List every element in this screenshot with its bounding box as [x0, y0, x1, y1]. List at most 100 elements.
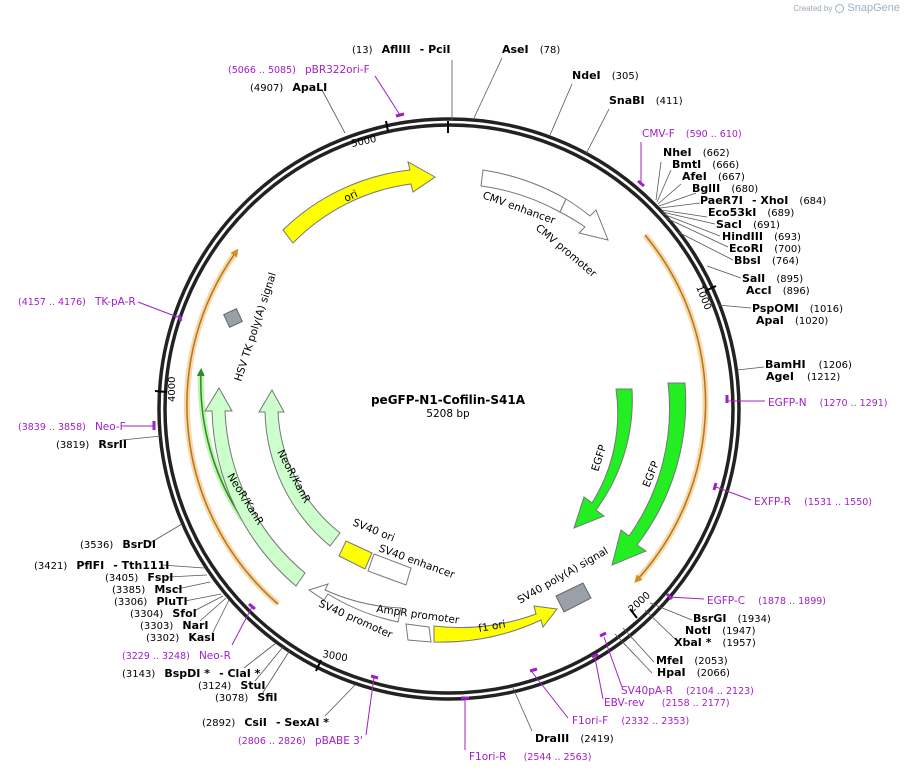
label-f1-ori: f1 ori [477, 618, 506, 635]
label-ampr-promoter: AmpR promoter [376, 603, 461, 627]
label-ori: ori [342, 188, 359, 205]
primer-mark-exfpr [712, 482, 718, 491]
map-title: peGFP-N1-Cofilin-S41A [371, 393, 526, 407]
site-xbai: XbaI * (1957) [674, 631, 756, 650]
primer-cmv-f: CMV-F (590 .. 610) [642, 122, 742, 141]
feature-sv40-enhancer [367, 553, 412, 586]
map-size: 5208 bp [426, 408, 470, 420]
primer-marks [124, 75, 765, 750]
primer-leader-pbabe [365, 676, 375, 736]
site-pspomi: PspOMI (1016) [752, 297, 843, 316]
site-csii: (2892) CsiI - SexAI * [202, 711, 329, 730]
site-snabi: SnaBI (411) [609, 89, 683, 108]
leader-pluti [184, 593, 222, 602]
primer-mark-egfpc [665, 592, 674, 601]
leader-mcs-9 [663, 216, 729, 248]
site-bmti: BmtI (666) [672, 153, 739, 172]
primer-leader-sv40par [603, 636, 623, 688]
label-egfp-inner: EGFP [589, 443, 609, 473]
site-nhei: NheI (662) [663, 141, 730, 160]
site-bamhi: BamHI (1206) [765, 353, 852, 372]
created-by-text: Created by [793, 3, 833, 13]
feature-ori [282, 161, 436, 244]
leader-ndei [549, 83, 573, 136]
snapgene-name: SnapGene [847, 2, 900, 14]
label-sv40-ori: SV40 ori [351, 517, 396, 545]
site-fspi: (3405) FspI [105, 566, 173, 585]
leader-snabi [585, 108, 610, 155]
site-leader-lines [121, 57, 765, 732]
primer-mark-tkpar [177, 314, 183, 322]
site-apai: ApaI (1020) [756, 309, 828, 328]
primer-leader-f1orif [531, 671, 569, 719]
snapgene-credit: Created by SnapGene [793, 2, 900, 14]
primer-egfp-n: EGFP-N (1270 .. 1291) [768, 391, 888, 410]
site-ndei: NdeI (305) [572, 64, 639, 83]
tick-label-4000: 4000 [167, 377, 178, 402]
leader-hpai [614, 633, 653, 674]
label-hsv-tk-polya: HSV TK poly(A) signal [232, 271, 279, 383]
primer-f1ori-r: F1ori-R (2544 .. 2563) [469, 745, 591, 764]
primer-egfp-c: EGFP-C (1878 .. 1899) [707, 589, 826, 608]
features [204, 161, 687, 643]
tick-mark-1000 [704, 285, 717, 292]
site-bglii: BglII (680) [692, 177, 758, 196]
primer-leader-egfpc [668, 596, 705, 600]
site-apali: (4907) ApaLI [250, 76, 327, 95]
site-msci: (3385) MscI [112, 578, 182, 597]
site-hindiii: HindIII (693) [722, 225, 801, 244]
leader-bamhi [736, 366, 765, 371]
primer-leader-pbr322 [374, 75, 401, 116]
primer-leader-tkpar [137, 301, 181, 319]
backbone-outer-strand [157, 117, 741, 701]
site-sfoi: (3304) SfoI [130, 602, 197, 621]
leader-msci [176, 581, 211, 590]
primer-mark-sv40par [599, 631, 607, 638]
leader-mcs-2 [656, 169, 672, 203]
site-labels: (13) AflIII - PciI AseI (78) NdeI (305) … [34, 38, 852, 746]
feature-neor-inner [258, 388, 341, 547]
leader-mcs-6 [660, 209, 708, 218]
site-kasi: (3302) KasI [146, 626, 215, 645]
feature-sv40-promoter [307, 583, 402, 623]
leader-kasi [211, 599, 230, 635]
leader-mcs-3 [657, 183, 682, 205]
leader-mcs-4 [658, 192, 697, 207]
tick-mark-5000 [385, 120, 389, 132]
leader-nari [199, 597, 227, 622]
site-hpai: HpaI (2066) [657, 661, 730, 680]
leader-mcs-1 [655, 161, 662, 201]
tick-mark-2000 [629, 608, 638, 619]
leader-xbai [644, 609, 677, 641]
feature-ampr-promoter [405, 623, 432, 643]
feature-egfp-inner [573, 388, 633, 529]
feature-hsv-tk-polya [223, 308, 243, 328]
site-draiii: DraIII (2419) [535, 727, 614, 746]
primer-f1ori-f: F1ori-F (2332 .. 2353) [572, 709, 689, 728]
site-paer7i: PaeR7I - XhoI (684) [700, 189, 826, 208]
tick-label-5000: 5000 [350, 134, 377, 150]
site-noti: NotI (1947) [685, 619, 756, 638]
leader-bsrgi [649, 602, 693, 621]
site-saci: SacI (691) [716, 213, 780, 232]
site-agei: AgeI (1212) [766, 365, 840, 384]
leader-psp [717, 304, 752, 309]
site-stui: (3124) StuI [198, 674, 265, 693]
leader-bbsi [677, 231, 734, 261]
backbone [154, 117, 741, 701]
leader-pflfi [161, 564, 205, 569]
primer-sv40pa-r: SV40pA-R (2104 .. 2123) [621, 679, 754, 698]
feature-neor-outer [204, 387, 306, 587]
leader-mfei [622, 627, 655, 663]
tick-mark-4000 [154, 390, 168, 393]
feature-f1-ori [433, 605, 558, 643]
leader-apali [321, 89, 346, 134]
primer-pbr322ori-f: (5066 .. 5085) pBR322ori-F [228, 58, 370, 77]
site-asei: AseI (78) [502, 38, 560, 57]
primer-mark-pbr322 [395, 112, 405, 118]
primer-tk-pa-r: (4157 .. 4176) TK-pA-R [18, 290, 136, 309]
primer-ebv-rev: EBV-rev (2158 .. 2177) [604, 691, 730, 710]
site-afei: AfeI (667) [682, 165, 745, 184]
site-ecori: EcoRI (700) [729, 237, 801, 256]
